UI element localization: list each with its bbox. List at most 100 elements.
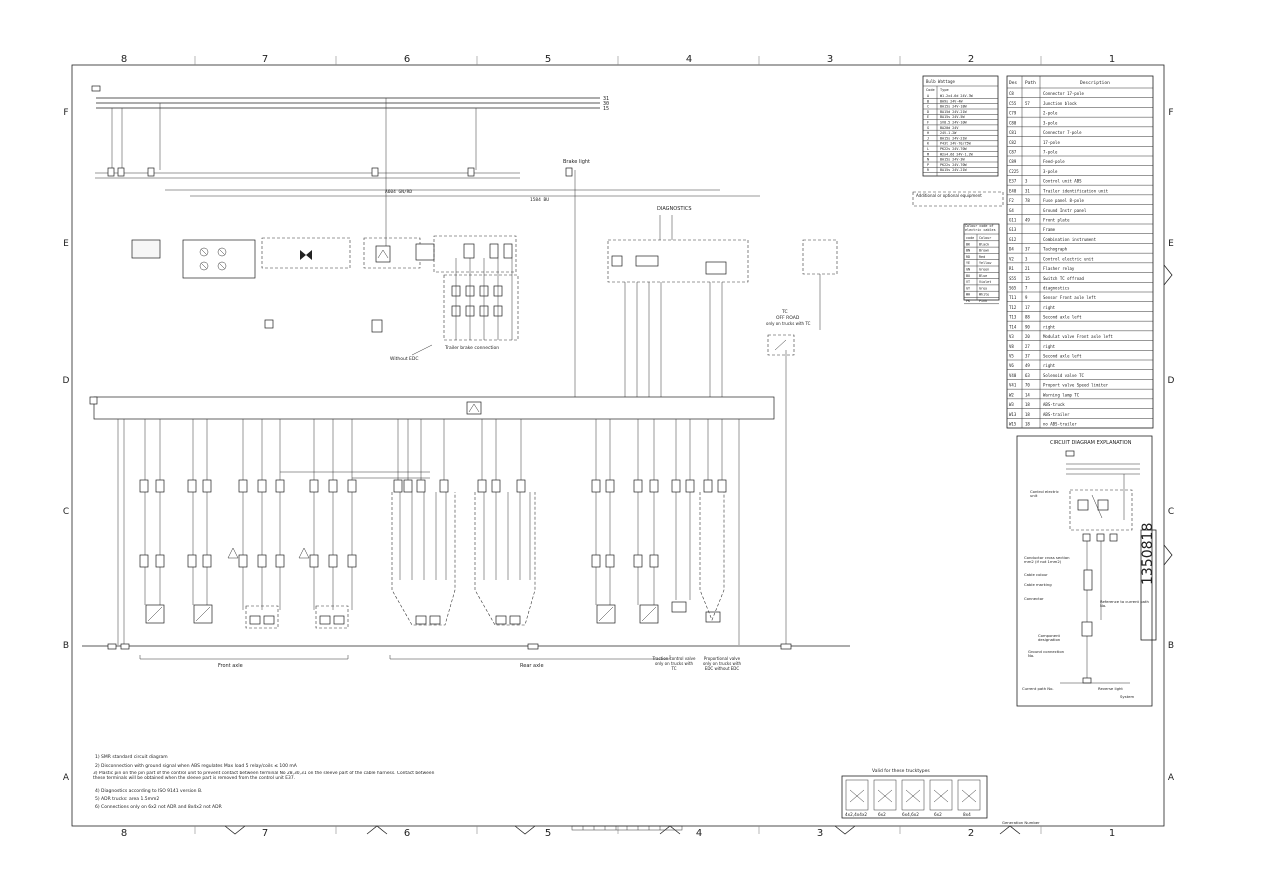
bulb-type: PK22s 24V-70W [940, 147, 967, 151]
component-description: Ground Instr panel [1043, 208, 1087, 213]
row-label: A [63, 773, 70, 783]
truck-types-box: 4x2,4x4x2 6x2 6x4,6x2 6x2 8x4 [841, 775, 988, 819]
colour-code: BK [966, 242, 971, 246]
colour-code: BU [966, 274, 970, 278]
component-header-description: Description [1080, 80, 1110, 86]
component-path: 70 [1025, 383, 1030, 388]
component-designation: V8 [1009, 344, 1014, 349]
component-path: 21 [1025, 266, 1030, 271]
explanation-label: Reverse light [1098, 686, 1123, 691]
without-edc-label: Without EDC [390, 356, 418, 362]
column-label: 4 [696, 828, 702, 839]
component-designation: G12 [1009, 237, 1017, 242]
explanation-label: Component designation [1038, 634, 1061, 643]
component-description: Feed-pole [1043, 159, 1065, 164]
bulb-type: BA15s 24V-3W [940, 158, 965, 162]
trailer-brake-block [433, 235, 517, 273]
bulb-type: P43t 24V-70/75W [940, 142, 972, 146]
column-label: 8 [121, 54, 127, 65]
bulb-type: PK22s 24V-70W [940, 163, 967, 167]
proportional-label: Proportional valve only on trucks with E… [702, 656, 742, 671]
bulb-code: M [927, 152, 929, 156]
component-description: Frame [1043, 227, 1056, 232]
component-path: 88 [1025, 315, 1030, 320]
component-designation: T11 [1009, 295, 1017, 300]
component-designation: V40 [1009, 373, 1017, 378]
footnote: 2) Disconnection with ground signal when… [95, 763, 298, 769]
colour-code: YE [966, 261, 970, 265]
column-label: 1 [1109, 828, 1115, 839]
component-path: 14 [1025, 392, 1030, 397]
component-path: 9 [1025, 295, 1028, 300]
component-path: 31 [1025, 188, 1030, 193]
bulb-code: K [927, 142, 930, 146]
off-road-label: OFF ROAD [776, 315, 800, 321]
component-description: Trailer identification unit [1043, 188, 1109, 193]
component-designation: G11 [1009, 218, 1017, 223]
component-path: 18 [1025, 422, 1030, 427]
component-description: no ABS-trailer [1043, 422, 1077, 427]
bulb-type: BA20d 24V [940, 126, 958, 130]
row-label: F [63, 108, 68, 118]
colour-code: code [966, 236, 974, 240]
column-label: 4 [686, 54, 692, 65]
trailer-brake-label: Trailer brake connection [444, 345, 499, 351]
bulb-wattage-table: Bulb Wattage Code Type [922, 75, 999, 177]
rear-axle-valves [391, 492, 725, 626]
bulb-header-code: Code [926, 88, 935, 92]
colour-table-title: Colour code of electric cables [965, 224, 996, 232]
component-designation: C89 [1009, 159, 1017, 164]
component-designation: W15 [1009, 422, 1017, 427]
colour-name: Blue [979, 274, 987, 278]
bus-label: 30 [603, 101, 609, 107]
row-label: B [63, 641, 69, 651]
diagnostics-label: DIAGNOSTICS [657, 206, 692, 212]
component-path: 18 [1025, 412, 1030, 417]
warning-triangle-icon [227, 547, 239, 559]
bulb-type: W1.2x4.6d 24V-3W [940, 94, 974, 98]
footnote: 4) Diagnostics according to ISO 9141 ver… [95, 788, 202, 794]
row-label: E [63, 239, 69, 249]
component-description: Front plate [1043, 218, 1070, 223]
truck-type-label: 6x2 [878, 812, 886, 817]
component-description: right [1043, 363, 1056, 368]
component-description: Control electric unit [1043, 256, 1094, 261]
component-path: 27 [1025, 344, 1030, 349]
row-label: C [1168, 507, 1174, 517]
tc-label: TC [781, 309, 788, 315]
component-designation: C81 [1009, 130, 1017, 135]
component-designation: C79 [1009, 111, 1017, 116]
component-description: Connector 17-pole [1043, 91, 1085, 96]
component-description: Modulat valve Front axle left [1043, 334, 1113, 339]
row-label: D [63, 376, 70, 386]
component-designation: V5 [1009, 354, 1014, 359]
component-description: diagnostics [1043, 286, 1070, 291]
colour-code: GY [966, 286, 970, 290]
column-label: 2 [968, 828, 974, 839]
truck-type-label: 6x2 [934, 812, 942, 817]
bulb-header-type: Type [940, 88, 949, 92]
bus-label: 15 [603, 106, 609, 112]
explanation-label: Control electric unit [1030, 490, 1059, 499]
colour-name: Green [979, 268, 989, 272]
modulator-valves [245, 605, 349, 629]
component-description: Combination instrument [1043, 237, 1097, 242]
component-path: 17 [1025, 305, 1030, 310]
component-description: 2-pole [1043, 111, 1058, 116]
column-label: 5 [545, 54, 551, 65]
footnote: 5) ADR trucks: area 1.5mm2 [95, 796, 159, 802]
component-designation: S55 [1009, 276, 1017, 281]
component-description: Connector 7-pole [1043, 130, 1082, 135]
bulb-code: L [927, 147, 929, 151]
bulb-code: J [927, 136, 929, 140]
tachograph-block [261, 237, 351, 269]
component-designation: G13 [1009, 227, 1017, 232]
component-designation: D4 [1009, 247, 1014, 252]
component-description: right [1043, 344, 1056, 349]
colour-code: VT [966, 280, 970, 284]
colour-name: Yellow [979, 261, 992, 265]
component-description: Warning lamp TC [1043, 392, 1080, 397]
footnotes: 1) SMR standard circuit diagram 2) Disco… [93, 754, 434, 810]
